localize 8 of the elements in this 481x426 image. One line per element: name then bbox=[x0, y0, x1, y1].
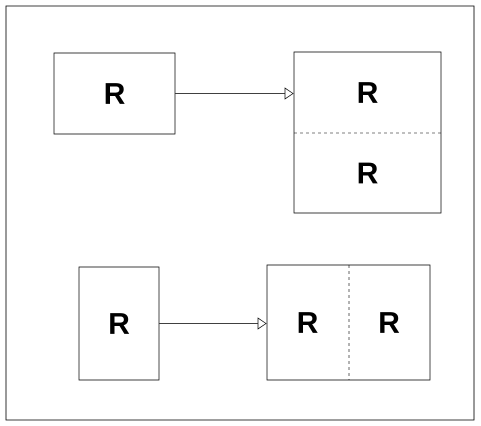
letter: R bbox=[298, 312, 318, 333]
letter: R bbox=[358, 82, 378, 103]
letter: R bbox=[358, 162, 378, 184]
page-box bbox=[266, 264, 430, 380]
letter: R bbox=[380, 312, 400, 333]
page-box: R bbox=[54, 52, 176, 134]
page-box bbox=[294, 52, 442, 214]
page-box: R bbox=[78, 266, 160, 380]
